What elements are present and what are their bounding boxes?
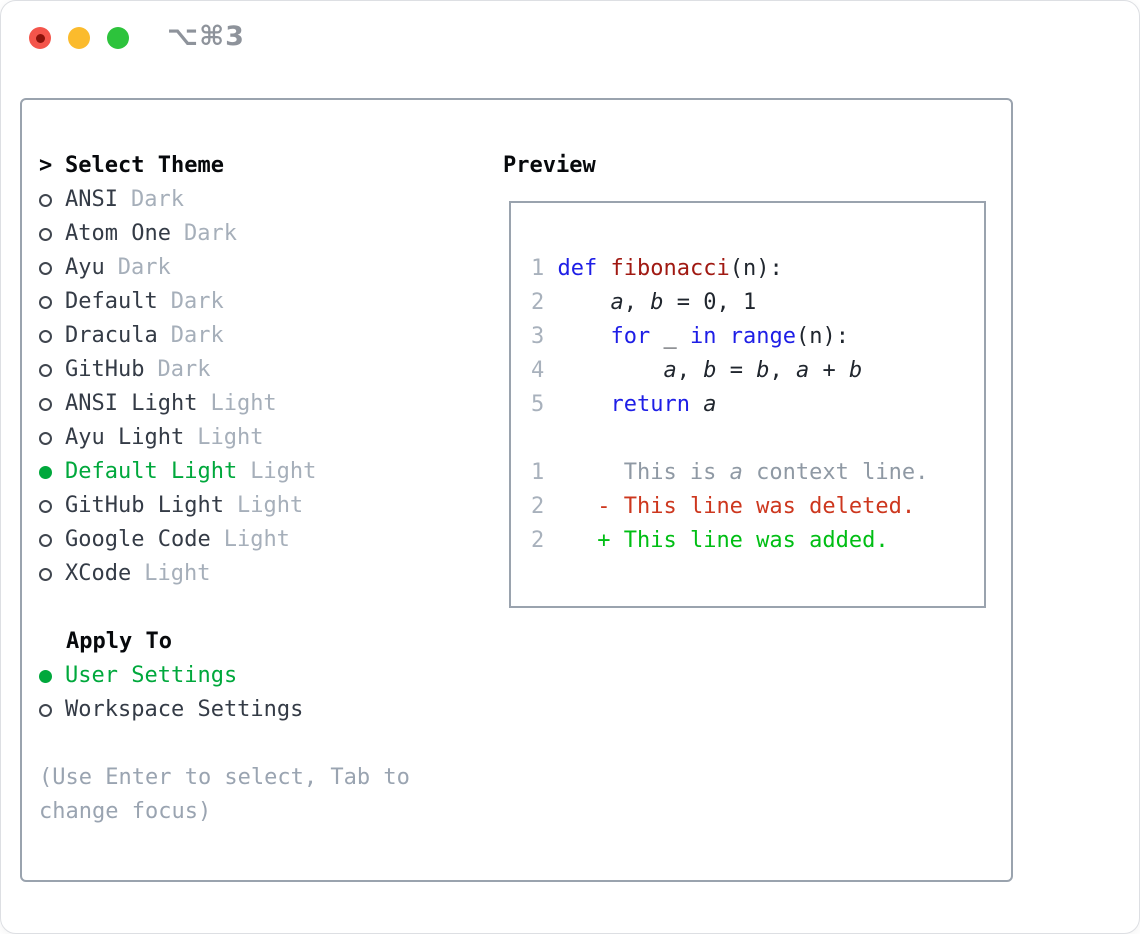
radio-icon bbox=[39, 295, 52, 309]
zoom-button[interactable] bbox=[107, 27, 129, 49]
theme-variant-label: Light bbox=[144, 561, 211, 586]
theme-name: XCode bbox=[65, 561, 132, 586]
code-line: 4 a, b = b, a + b bbox=[531, 354, 984, 388]
theme-variant-label: Light bbox=[250, 459, 317, 484]
traffic-lights bbox=[29, 27, 129, 49]
theme-name: Default Light bbox=[65, 459, 238, 484]
line-number: 1 bbox=[531, 460, 545, 485]
apply-option-label: Workspace Settings bbox=[65, 697, 304, 722]
line-number: 1 bbox=[531, 256, 545, 281]
line-number: 3 bbox=[531, 324, 545, 349]
radio-icon bbox=[39, 397, 52, 411]
theme-variant-label: Dark bbox=[130, 187, 184, 212]
prompt-marker-icon: > bbox=[39, 153, 53, 178]
theme-name: ANSI Light bbox=[65, 391, 198, 416]
theme-name: Atom One bbox=[65, 221, 171, 246]
radio-icon bbox=[39, 533, 52, 547]
theme-item-ayu[interactable]: Ayu Dark bbox=[39, 251, 489, 285]
apply-option-workspace-settings[interactable]: Workspace Settings bbox=[39, 693, 489, 727]
theme-item-google-code[interactable]: Google Code Light bbox=[39, 523, 489, 557]
select-theme-heading: > Select Theme bbox=[39, 149, 489, 183]
radio-icon bbox=[39, 703, 52, 717]
code-line bbox=[531, 422, 984, 456]
radio-selected-icon bbox=[39, 465, 52, 479]
radio-icon bbox=[39, 499, 52, 513]
line-number: 5 bbox=[531, 392, 545, 417]
code-line: 1 def fibonacci(n): bbox=[531, 252, 984, 286]
theme-item-dracula[interactable]: Dracula Dark bbox=[39, 319, 489, 353]
apply-option-label: User Settings bbox=[65, 663, 238, 688]
theme-name: GitHub Light bbox=[65, 493, 224, 518]
line-number: 2 bbox=[531, 290, 545, 315]
line-number: 2 bbox=[531, 494, 545, 519]
close-dot-icon bbox=[35, 33, 45, 43]
minimize-button[interactable] bbox=[68, 27, 90, 49]
theme-variant-label: Dark bbox=[170, 323, 224, 348]
theme-variant-label: Dark bbox=[183, 221, 237, 246]
theme-name: Ayu Light bbox=[65, 425, 185, 450]
radio-icon bbox=[39, 227, 52, 241]
theme-item-github-light[interactable]: GitHub Light Light bbox=[39, 489, 489, 523]
theme-variant-label: Light bbox=[197, 425, 264, 450]
theme-item-ansi[interactable]: ANSI Dark bbox=[39, 183, 489, 217]
theme-name: Dracula bbox=[65, 323, 158, 348]
apply-option-user-settings[interactable]: User Settings bbox=[39, 659, 489, 693]
close-button[interactable] bbox=[29, 27, 51, 49]
theme-item-ansi-light[interactable]: ANSI Light Light bbox=[39, 387, 489, 421]
radio-selected-icon bbox=[39, 669, 52, 683]
theme-variant-label: Dark bbox=[117, 255, 171, 280]
code-line: 1 This is a context line. bbox=[531, 456, 984, 490]
theme-name: Google Code bbox=[65, 527, 211, 552]
theme-variant-label: Light bbox=[236, 493, 304, 518]
radio-icon bbox=[39, 567, 52, 581]
radio-icon bbox=[39, 363, 52, 377]
radio-icon bbox=[39, 193, 52, 207]
theme-item-xcode[interactable]: XCode Light bbox=[39, 557, 489, 591]
code-line: 5 return a bbox=[531, 388, 984, 422]
code-line: 2 a, b = 0, 1 bbox=[531, 286, 984, 320]
theme-item-github[interactable]: GitHub Dark bbox=[39, 353, 489, 387]
theme-variant-label: Light bbox=[223, 527, 290, 552]
code-line: 2 + This line was added. bbox=[531, 524, 984, 558]
theme-variant-label: Light bbox=[210, 391, 277, 416]
line-number: 4 bbox=[531, 358, 545, 383]
preview-heading: Preview bbox=[503, 153, 596, 178]
theme-item-default[interactable]: Default Dark bbox=[39, 285, 489, 319]
apply-to-heading: Apply To bbox=[66, 629, 172, 654]
radio-icon bbox=[39, 431, 52, 445]
theme-item-atom-one[interactable]: Atom One Dark bbox=[39, 217, 489, 251]
titlebar: ⌥⌘3 bbox=[1, 1, 1139, 77]
code-line: 3 for _ in range(n): bbox=[531, 320, 984, 354]
code-line: 2 - This line was deleted. bbox=[531, 490, 984, 524]
keyboard-hint: (Use Enter to select, Tab to change focu… bbox=[39, 765, 410, 824]
line-number: 2 bbox=[531, 528, 545, 553]
radio-icon bbox=[39, 261, 52, 275]
theme-name: Default bbox=[65, 289, 158, 314]
theme-name: ANSI bbox=[65, 187, 118, 212]
theme-name: Ayu bbox=[65, 255, 105, 280]
theme-variant-label: Dark bbox=[157, 357, 211, 382]
theme-name: GitHub bbox=[65, 357, 145, 382]
theme-item-ayu-light[interactable]: Ayu Light Light bbox=[39, 421, 489, 455]
theme-item-default-light[interactable]: Default Light Light bbox=[39, 455, 489, 489]
window-title: ⌥⌘3 bbox=[167, 21, 245, 52]
theme-variant-label: Dark bbox=[170, 289, 224, 314]
radio-icon bbox=[39, 329, 52, 343]
